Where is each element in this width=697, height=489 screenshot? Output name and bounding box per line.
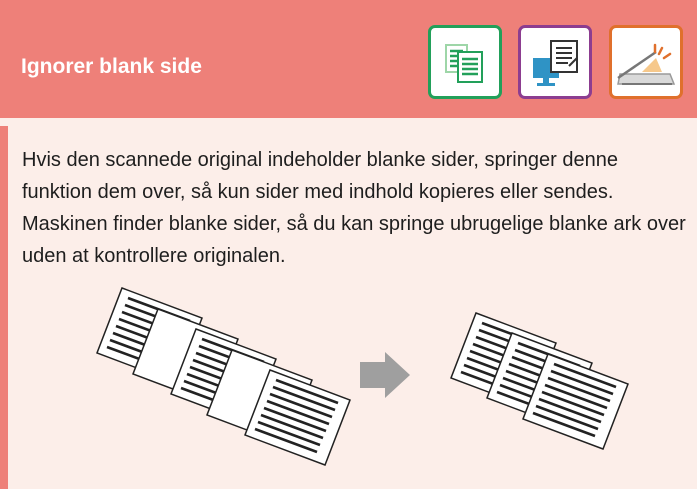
page-title: Ignorer blank side — [21, 55, 202, 78]
right-arrow-icon — [360, 352, 410, 398]
copy-mode-icon — [428, 25, 502, 99]
section-rule — [0, 126, 8, 489]
description-text: Hvis den scannede original indeholder bl… — [22, 149, 686, 267]
header-banner: Ignorer blank side — [0, 0, 697, 118]
scan-mode-icon — [609, 25, 683, 99]
send-mode-icon — [518, 25, 592, 99]
